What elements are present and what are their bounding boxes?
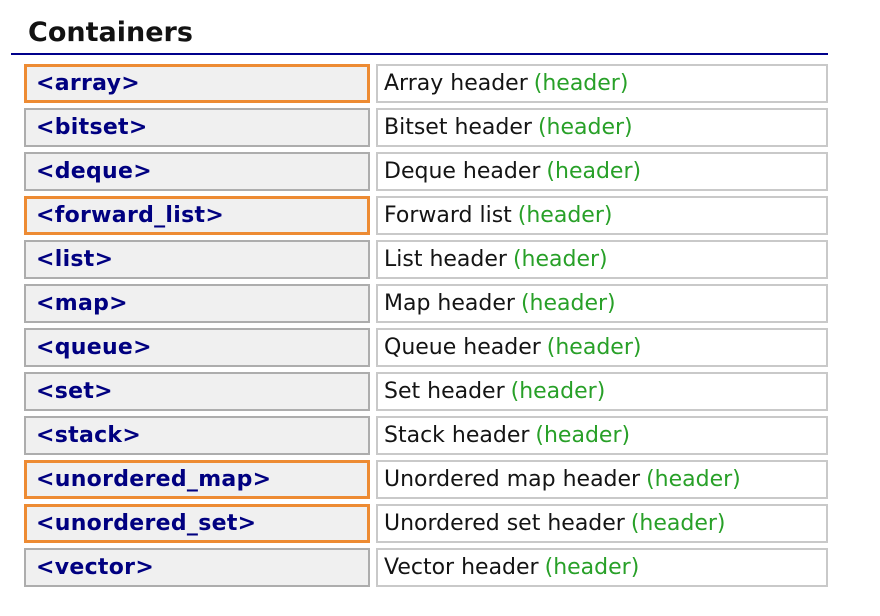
- description-cell: Unordered set header (header): [376, 503, 828, 543]
- table-row: <set> Set header (header): [24, 371, 828, 411]
- table-row: <list> List header (header): [24, 239, 828, 279]
- description-cell: Queue header (header): [376, 327, 828, 367]
- header-page-link[interactable]: (header): [533, 70, 629, 96]
- header-description: Queue header: [384, 334, 541, 360]
- header-cell: <deque>: [24, 151, 370, 191]
- description-cell: Map header (header): [376, 283, 828, 323]
- header-page-link[interactable]: (header): [535, 422, 631, 448]
- header-link[interactable]: <unordered_set>: [36, 510, 257, 536]
- description-cell: Deque header (header): [376, 151, 828, 191]
- table-row: <deque> Deque header (header): [24, 151, 828, 191]
- header-description: Deque header: [384, 158, 541, 184]
- header-link[interactable]: <unordered_map>: [36, 466, 272, 492]
- table-row: <array> Array header (header): [24, 63, 828, 103]
- header-link[interactable]: <forward_list>: [36, 202, 225, 228]
- table-row: <unordered_map> Unordered map header (he…: [24, 459, 828, 499]
- header-link[interactable]: <stack>: [36, 422, 142, 448]
- header-description: Forward list: [384, 202, 512, 228]
- page-title: Containers: [11, 18, 828, 55]
- header-page-link[interactable]: (header): [520, 290, 616, 316]
- header-link[interactable]: <array>: [36, 70, 141, 96]
- table-row: <queue> Queue header (header): [24, 327, 828, 367]
- header-link[interactable]: <list>: [36, 246, 114, 272]
- description-cell: Unordered map header (header): [376, 459, 828, 499]
- table-row: <vector> Vector header (header): [24, 547, 828, 587]
- description-cell: Stack header (header): [376, 415, 828, 455]
- header-description: List header: [384, 246, 507, 272]
- header-description: Unordered set header: [384, 510, 625, 536]
- header-link[interactable]: <queue>: [36, 334, 152, 360]
- header-link[interactable]: <set>: [36, 378, 113, 404]
- header-cell: <array>: [24, 63, 370, 103]
- header-description: Stack header: [384, 422, 530, 448]
- header-link[interactable]: <bitset>: [36, 114, 148, 140]
- headers-table: <array> Array header (header) <bitset> B…: [24, 63, 828, 587]
- description-cell: Array header (header): [376, 63, 828, 103]
- description-cell: Vector header (header): [376, 547, 828, 587]
- header-page-link[interactable]: (header): [512, 246, 608, 272]
- header-description: Bitset header: [384, 114, 532, 140]
- header-cell: <unordered_map>: [24, 459, 370, 499]
- header-page-link[interactable]: (header): [517, 202, 613, 228]
- table-row: <bitset> Bitset header (header): [24, 107, 828, 147]
- header-page-link[interactable]: (header): [537, 114, 633, 140]
- header-page-link[interactable]: (header): [546, 158, 642, 184]
- description-cell: Set header (header): [376, 371, 828, 411]
- header-cell: <unordered_set>: [24, 503, 370, 543]
- header-cell: <map>: [24, 283, 370, 323]
- header-page-link[interactable]: (header): [546, 334, 642, 360]
- header-link[interactable]: <deque>: [36, 158, 152, 184]
- header-description: Map header: [384, 290, 515, 316]
- table-row: <unordered_set> Unordered set header (he…: [24, 503, 828, 543]
- header-cell: <stack>: [24, 415, 370, 455]
- header-page-link[interactable]: (header): [646, 466, 741, 492]
- header-description: Unordered map header: [384, 466, 641, 492]
- header-cell: <forward_list>: [24, 195, 370, 235]
- table-row: <stack> Stack header (header): [24, 415, 828, 455]
- header-cell: <queue>: [24, 327, 370, 367]
- description-cell: List header (header): [376, 239, 828, 279]
- header-cell: <set>: [24, 371, 370, 411]
- header-page-link[interactable]: (header): [510, 378, 606, 404]
- reference-page: Containers <array> Array header (header)…: [11, 18, 828, 587]
- table-row: <forward_list> Forward list (header): [24, 195, 828, 235]
- header-page-link[interactable]: (header): [544, 554, 640, 580]
- description-cell: Bitset header (header): [376, 107, 828, 147]
- header-cell: <vector>: [24, 547, 370, 587]
- table-row: <map> Map header (header): [24, 283, 828, 323]
- header-cell: <bitset>: [24, 107, 370, 147]
- description-cell: Forward list (header): [376, 195, 828, 235]
- header-page-link[interactable]: (header): [630, 510, 726, 536]
- header-cell: <list>: [24, 239, 370, 279]
- header-link[interactable]: <map>: [36, 290, 128, 316]
- header-description: Vector header: [384, 554, 539, 580]
- header-description: Set header: [384, 378, 505, 404]
- header-link[interactable]: <vector>: [36, 554, 155, 580]
- header-description: Array header: [384, 70, 528, 96]
